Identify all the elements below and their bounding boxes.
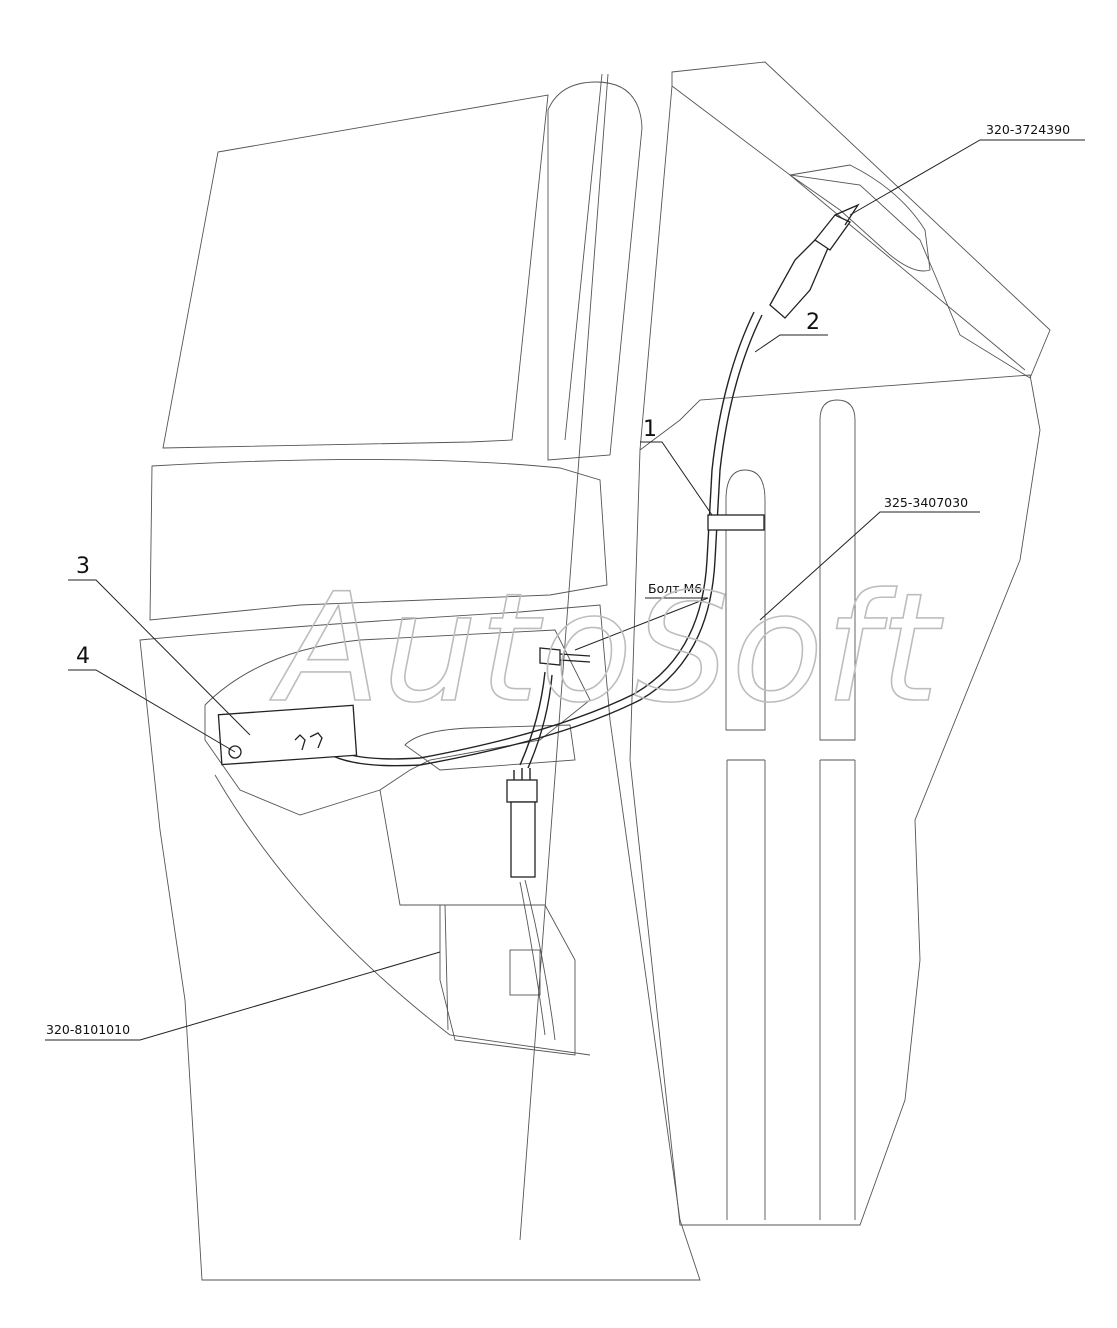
harness-branch-down-b	[527, 674, 553, 769]
leader-lines	[45, 139, 1085, 1041]
harness-main-wire-b	[321, 311, 755, 760]
plate-terminals	[294, 732, 323, 751]
center-pillar	[547, 81, 643, 461]
lower-door-seam	[214, 774, 591, 1056]
leader-bolt	[574, 597, 709, 651]
door-edge-line	[639, 85, 1026, 451]
bolt-m6	[539, 647, 591, 666]
callout-part-top-right: 320-3724390	[986, 122, 1070, 137]
window-channel-left	[725, 469, 766, 731]
right-door-panel	[629, 374, 1041, 1226]
window-rail-left	[726, 759, 766, 1220]
top-connector-plug	[814, 214, 851, 251]
switch-tip	[834, 203, 860, 226]
callout-part-right: 325-3407030	[884, 495, 968, 510]
lock-mechanism	[439, 904, 576, 1056]
callout-item-1: 1	[643, 417, 657, 442]
window-channel-right	[819, 399, 856, 741]
leader-item-4	[68, 669, 236, 753]
leader-item-3	[68, 579, 251, 736]
lower-connector-body	[510, 801, 536, 878]
harness-clamp	[707, 514, 765, 531]
watermark-text: AutoSoft	[270, 562, 944, 736]
door-handle-recess	[788, 164, 931, 272]
pillar-edge-line	[519, 73, 609, 1241]
lock-rod	[519, 879, 556, 1041]
leader-part-right	[759, 511, 980, 621]
leader-item-2	[754, 334, 828, 353]
callout-item-2: 2	[806, 310, 820, 335]
callout-item-3: 3	[76, 554, 90, 579]
harness-branch-down-a	[519, 671, 546, 766]
callout-part-bottom-left: 320-8101010	[46, 1022, 130, 1037]
middle-strip	[149, 459, 608, 621]
leader-part-top-right	[849, 139, 1085, 216]
leader-item-1	[640, 441, 713, 516]
switch-plate	[217, 704, 358, 766]
lock-slot	[509, 949, 541, 996]
cab-panel-outlines	[139, 61, 1051, 1281]
lower-body-outline	[139, 604, 701, 1281]
top-connector-body	[769, 239, 829, 319]
lower-inner-cutout	[204, 629, 591, 816]
inner-window	[404, 724, 576, 771]
door-upper-panel	[671, 61, 1051, 379]
lower-connector-wires	[513, 768, 531, 780]
callout-item-4: 4	[76, 644, 90, 669]
window-rail-right	[819, 759, 856, 1220]
harness-main-wire-a	[314, 314, 763, 767]
callout-bolt: Болт М6	[648, 581, 702, 596]
lower-connector-top	[506, 779, 538, 803]
wiring-harness	[217, 203, 860, 878]
leader-part-bottom-left	[45, 951, 441, 1041]
callout-labels: 320-3724390 2 1 325-3407030 Болт М6 3 4 …	[46, 122, 1070, 1037]
upper-left-panel	[162, 94, 549, 449]
